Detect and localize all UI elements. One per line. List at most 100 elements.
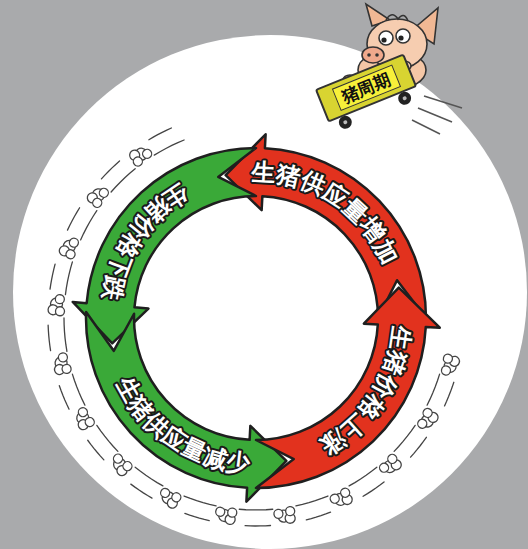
arrow-shape xyxy=(73,148,256,343)
pig-eye xyxy=(396,29,410,43)
arrow-outline: 生猪价格下跌 xyxy=(68,130,260,354)
puff-blob xyxy=(84,416,96,428)
dust-streak xyxy=(394,425,415,451)
dust-trail xyxy=(48,128,461,526)
puff-blob xyxy=(65,248,77,260)
pig-eye xyxy=(379,31,393,45)
arrow-label-path: 生猪价格上涨 xyxy=(315,324,416,461)
dust-streak xyxy=(296,496,328,506)
puff-blob xyxy=(285,506,295,516)
puff-blob xyxy=(170,491,182,503)
arrow-label-path: 生猪供应量减少 xyxy=(110,371,252,478)
dust-puff xyxy=(71,406,96,432)
wheel-hub xyxy=(402,96,407,101)
dust-streak xyxy=(64,318,67,351)
speed-lines xyxy=(412,96,462,134)
puff-blob xyxy=(215,507,225,517)
arrow-label: 生猪供应量减少 xyxy=(110,371,252,478)
puff-blob xyxy=(61,364,72,375)
arrow-label-path: 生猪价格下跌 xyxy=(97,178,194,304)
dust-streak xyxy=(81,211,97,240)
puff-blob xyxy=(98,186,111,199)
dust-streak xyxy=(67,208,79,230)
dust-streak xyxy=(111,169,135,192)
puff-blob xyxy=(58,352,69,363)
speed-line xyxy=(412,120,440,134)
dust-puff xyxy=(377,453,404,479)
arrow-label: 生猪价格下跌 xyxy=(97,178,194,304)
puff-blob xyxy=(121,460,134,473)
dust-puff xyxy=(415,407,440,433)
cycle-arrow: 生猪价格上涨 xyxy=(251,275,444,506)
dust-puff xyxy=(273,506,296,525)
puff-blob xyxy=(112,452,125,465)
dust-streak xyxy=(65,262,72,295)
dust-streak xyxy=(149,128,172,140)
arrow-label-path: 生猪供应量增加 xyxy=(250,158,404,269)
arrow-outline: 生猪供应量减少 xyxy=(68,307,299,506)
puff-blob xyxy=(329,493,341,505)
cycle-arrow: 生猪价格下跌 xyxy=(68,130,260,354)
dust-streak xyxy=(184,496,216,506)
dust-streak xyxy=(185,513,209,520)
dust-streak xyxy=(72,374,85,405)
puff-blob xyxy=(416,418,428,430)
dust-puff xyxy=(51,352,72,376)
dust-streak xyxy=(363,482,384,496)
dust-streak xyxy=(88,440,104,460)
puff-blob xyxy=(339,487,351,499)
arrow-label: 生猪供应量增加 xyxy=(250,158,404,269)
dust-puff xyxy=(58,235,81,261)
dust-streak xyxy=(50,264,55,289)
pig-pupil xyxy=(398,35,403,40)
puff-blob xyxy=(77,406,89,418)
dust-puff xyxy=(156,486,182,510)
puff-blob xyxy=(421,407,433,419)
cycle-arrow: 生猪供应量减少 xyxy=(68,307,299,506)
dust-streak xyxy=(239,509,272,511)
arrow-label: 生猪价格上涨 xyxy=(315,324,416,461)
dust-puff xyxy=(328,487,354,511)
pig-nostril xyxy=(367,53,371,57)
dust-puff xyxy=(440,353,461,377)
dust-streak xyxy=(48,325,50,350)
puff-blob xyxy=(68,237,80,249)
pig-nostril xyxy=(375,53,379,57)
puff-blob xyxy=(132,155,145,168)
arrow-shape xyxy=(86,312,286,502)
dust-streak xyxy=(349,467,377,486)
dust-puff xyxy=(107,452,134,478)
puff-blob xyxy=(227,507,237,517)
dust-streak xyxy=(245,525,270,527)
arrow-outline: 生猪供应量增加 xyxy=(213,130,444,322)
dust-streak xyxy=(427,374,440,405)
dust-streak xyxy=(97,425,118,451)
dust-streak xyxy=(131,484,152,498)
puff-blob xyxy=(159,487,171,499)
wheel-hub xyxy=(343,120,348,125)
arrow-outline: 生猪价格上涨 xyxy=(251,275,444,506)
dust-streak xyxy=(59,386,69,409)
puff-blob xyxy=(141,148,154,161)
pig-hair xyxy=(386,15,408,21)
puff-blob xyxy=(378,461,391,474)
dust-puff xyxy=(48,294,66,316)
puff-blob xyxy=(386,453,399,466)
cycle-arrow: 生猪供应量增加 xyxy=(213,130,444,322)
pig-pupil xyxy=(381,37,386,42)
speed-line xyxy=(418,108,452,122)
puff-blob xyxy=(442,353,453,364)
dust-streak xyxy=(411,437,427,457)
puff-blob xyxy=(441,365,452,376)
puff-blob xyxy=(273,509,283,519)
dust-streak xyxy=(135,467,163,486)
puff-blob xyxy=(91,197,104,210)
puff-blob xyxy=(55,294,65,304)
pig-snout xyxy=(362,47,384,63)
dust-streak xyxy=(154,140,184,155)
dust-streak xyxy=(101,161,119,179)
dust-streak xyxy=(306,512,330,520)
dust-puff xyxy=(214,506,237,526)
